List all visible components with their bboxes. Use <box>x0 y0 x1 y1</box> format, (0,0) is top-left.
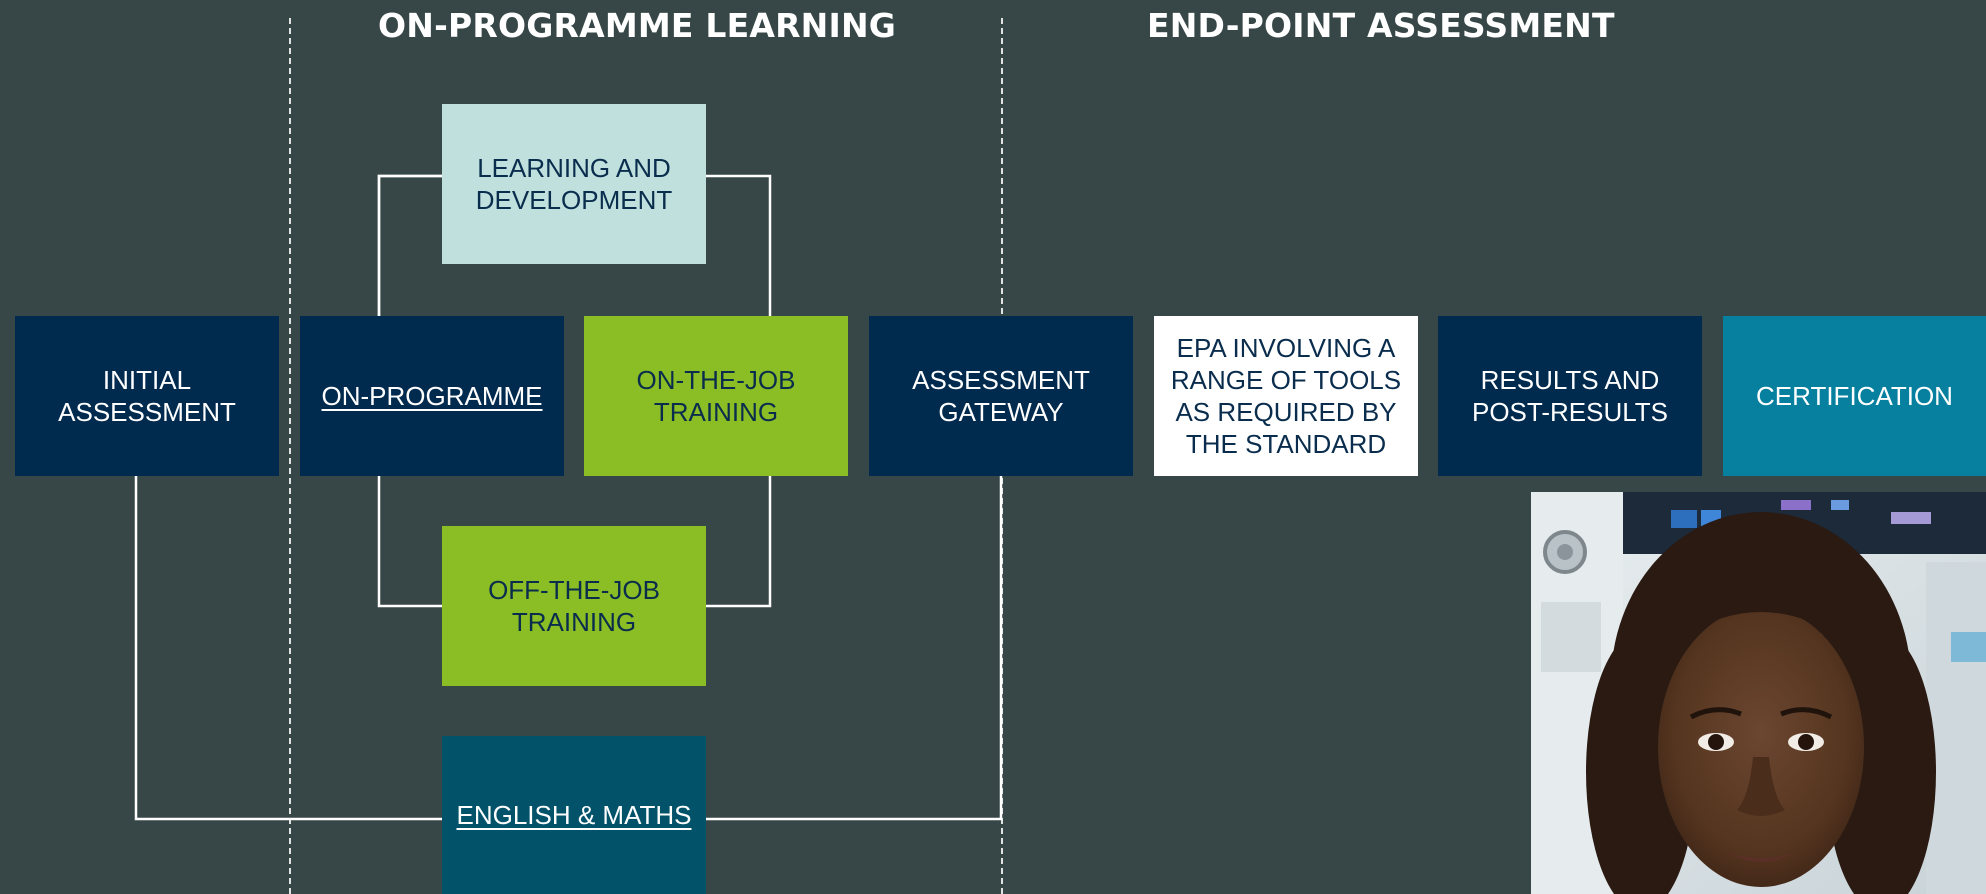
phase-divider-left <box>289 18 291 894</box>
learning-and-development-box: LEARNING AND DEVELOPMENT <box>442 104 706 264</box>
connector-english-maths-loop <box>134 476 1003 821</box>
on-programme-link[interactable]: ON-PROGRAMME <box>300 316 564 476</box>
on-the-job-training-box: ON-THE-JOB TRAINING <box>584 316 848 476</box>
epa-tools-box: EPA INVOLVING A RANGE OF TOOLS AS REQUIR… <box>1154 316 1418 476</box>
results-and-post-results-box: RESULTS AND POST-RESULTS <box>1438 316 1702 476</box>
connector-learning-loop <box>377 174 442 316</box>
initial-assessment-box: INITIAL ASSESSMENT <box>15 316 279 476</box>
assessment-gateway-box: ASSESSMENT GATEWAY <box>869 316 1133 476</box>
on-programme-learning-heading: ON-PROGRAMME LEARNING <box>378 6 897 45</box>
off-the-job-training-box: OFF-THE-JOB TRAINING <box>442 526 706 686</box>
portrait-illustration <box>1531 492 1986 894</box>
apprentice-portrait-photo <box>1531 492 1986 894</box>
connector-offjob-loop <box>377 476 772 608</box>
connector-learning-loop-path <box>377 174 772 316</box>
end-point-assessment-heading: END-POINT ASSESSMENT <box>1147 6 1615 45</box>
english-and-maths-link[interactable]: ENGLISH & MATHS <box>442 736 706 894</box>
certification-box: CERTIFICATION <box>1723 316 1986 476</box>
